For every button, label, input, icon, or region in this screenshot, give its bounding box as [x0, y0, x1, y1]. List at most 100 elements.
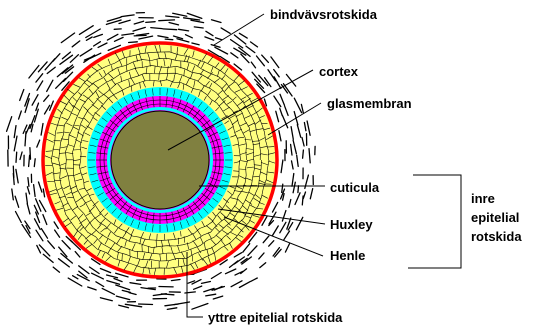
label-inre-line2: epitelial: [471, 210, 519, 225]
connective-dash: [122, 290, 130, 292]
connective-dash: [94, 34, 103, 37]
connective-dash: [284, 231, 290, 240]
connective-dash: [310, 189, 312, 199]
connective-dash: [37, 245, 41, 253]
connective-dash: [55, 230, 60, 237]
connective-dash: [28, 178, 29, 187]
label-inre-line3: rotskida: [471, 229, 522, 244]
connective-dash: [7, 117, 12, 132]
connective-dash: [294, 98, 301, 113]
leader-bindvav: [214, 14, 264, 45]
label-cuticula: cuticula: [330, 180, 380, 195]
connective-dash: [295, 193, 300, 205]
connective-dash: [272, 226, 278, 236]
connective-dash: [273, 202, 278, 212]
connective-dash: [211, 45, 220, 48]
connective-dash: [129, 42, 138, 43]
label-bindvavsrotskida: bindvävsrotskida: [270, 7, 378, 22]
connective-dash: [230, 261, 238, 268]
connective-dash: [39, 245, 49, 256]
connective-dash: [151, 28, 162, 29]
connective-dash: [107, 275, 118, 278]
connective-dash: [202, 282, 211, 284]
connective-dash: [231, 281, 242, 287]
connective-dash: [54, 222, 58, 229]
connective-dash: [191, 20, 204, 22]
connective-dash: [47, 67, 55, 73]
connective-dash: [280, 94, 285, 105]
connective-dash: [251, 42, 258, 47]
connective-dash: [121, 15, 134, 17]
connective-dash: [179, 29, 189, 31]
connective-dash: [303, 150, 304, 158]
connective-dash: [130, 283, 141, 285]
connective-dash: [29, 155, 30, 166]
connective-dash: [171, 280, 180, 281]
label-huxley: Huxley: [330, 217, 373, 232]
connective-dash: [125, 304, 141, 307]
connective-dash: [36, 74, 43, 82]
label-cortex: cortex: [319, 64, 359, 79]
connective-dash: [206, 31, 213, 35]
connective-dash: [174, 36, 183, 39]
connective-dash: [169, 23, 178, 25]
connective-dash: [68, 278, 82, 286]
connective-dash: [282, 184, 283, 192]
connective-dash: [271, 57, 279, 68]
connective-dash: [116, 285, 130, 290]
connective-dash: [98, 43, 107, 47]
connective-dash: [41, 229, 47, 239]
connective-dash: [163, 29, 177, 30]
connective-dash: [20, 90, 24, 101]
connective-dash: [44, 95, 49, 101]
cortex-core: [111, 111, 209, 209]
connective-dash: [159, 20, 175, 21]
connective-dash: [37, 140, 40, 147]
connective-dash: [281, 160, 283, 173]
connective-dash: [292, 161, 294, 169]
connective-dash: [94, 42, 101, 46]
connective-dash: [60, 55, 73, 64]
connective-dash: [162, 294, 174, 295]
connective-dash: [47, 80, 53, 91]
connective-dash: [61, 33, 74, 43]
connective-dash: [279, 131, 281, 141]
connective-dash: [88, 287, 96, 290]
connective-dash: [139, 36, 153, 39]
connective-dash: [187, 13, 202, 18]
connective-dash: [231, 53, 238, 58]
connective-dash: [213, 296, 222, 299]
connective-dash: [263, 236, 269, 243]
connective-dash: [282, 211, 286, 222]
connective-dash: [43, 215, 47, 225]
connective-dash: [186, 35, 193, 38]
connective-dash: [241, 269, 247, 274]
connective-dash: [92, 273, 104, 279]
connective-dash: [194, 27, 203, 28]
connective-dash: [20, 152, 22, 160]
label-inre-line1: inre: [471, 191, 495, 206]
connective-dash: [259, 253, 264, 259]
label-yttre-epitelial-rotskida: yttre epitelial rotskida: [208, 310, 343, 325]
connective-dash: [72, 41, 80, 47]
connective-dash: [194, 286, 202, 289]
connective-dash: [80, 49, 92, 56]
connective-dash: [27, 187, 29, 194]
connective-dash: [293, 140, 296, 154]
connective-dash: [73, 276, 78, 279]
connective-dash: [289, 200, 291, 208]
connective-dash: [30, 148, 31, 160]
connective-dash: [206, 294, 216, 296]
connective-dash: [114, 279, 122, 282]
connective-dash: [34, 185, 36, 197]
connective-dash: [45, 105, 50, 114]
connective-dash: [29, 66, 39, 79]
connective-dash: [27, 204, 30, 214]
connective-dash: [53, 267, 59, 272]
connective-dash: [134, 21, 143, 24]
connective-dash: [122, 34, 134, 36]
connective-dash: [297, 125, 300, 138]
connective-dash: [215, 47, 228, 54]
connective-dash: [48, 241, 55, 249]
